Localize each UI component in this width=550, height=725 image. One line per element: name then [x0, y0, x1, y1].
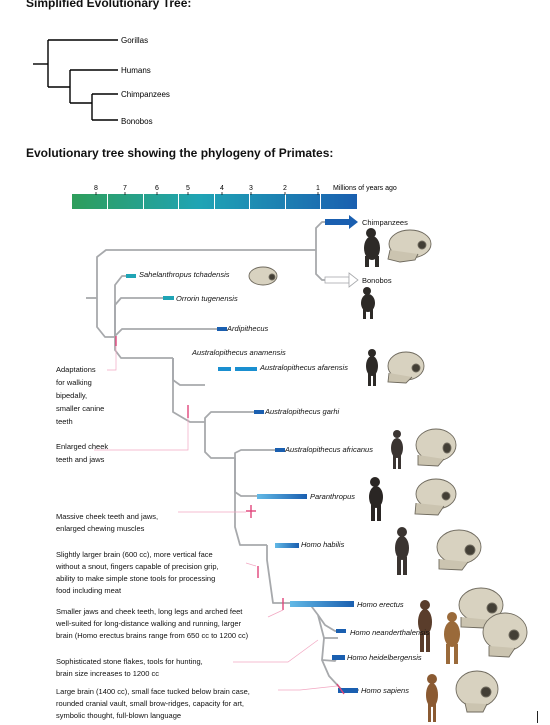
adaptation-leaders [94, 346, 338, 691]
paranthropus-figure-icon [369, 477, 383, 521]
hominin-figures [361, 228, 460, 722]
neanderthal-skull-icon [482, 612, 528, 658]
species-bars [126, 215, 359, 693]
skull-icons [248, 229, 528, 713]
chimpanzees-arrow [349, 215, 358, 229]
simple-leaf-bonobos: Bonobos [121, 117, 153, 126]
species-label-erectus: Homo erectus [357, 600, 404, 609]
neanderthal-figure-icon [444, 612, 460, 664]
adaptation-note-heidelbergensis: Sophisticated stone flakes, tools for hu… [56, 657, 205, 678]
tick-3: 3 [249, 185, 253, 192]
afarensis-figure-icon [366, 349, 378, 386]
species-label-bonobos: Bonobos [362, 276, 392, 285]
simple-leaf-humans: Humans [121, 66, 151, 75]
adaptation-markers [115, 336, 345, 695]
paranthropus-skull-icon [414, 478, 457, 516]
africanus-figure-icon [391, 430, 403, 469]
tick-8: 8 [94, 185, 98, 192]
habilis-figure-icon [395, 527, 409, 575]
chimpanzee-figure-icon [364, 228, 380, 267]
tick-4: 4 [220, 185, 224, 192]
erectus-skull-icon [458, 587, 504, 629]
text-cursor [537, 711, 538, 723]
timeline-unit-label: Millions of years ago [333, 185, 397, 192]
tick-5: 5 [186, 185, 190, 192]
species-label-sahelanthropus: Sahelanthropus tchadensis [139, 270, 230, 279]
primate-tree-heading: Evolutionary tree showing the phylogeny … [26, 146, 334, 160]
species-label-garhi: Australopithecus garhi [264, 407, 340, 416]
adaptation-note-habilis: Slightly larger brain (600 cc), more ver… [55, 550, 221, 595]
species-label-africanus: Australopithecus africanus [284, 445, 373, 454]
chimpanzee-skull-icon [387, 229, 432, 263]
adaptation-note-massive-jaws: Massive cheek teeth and jaws, enlarged c… [56, 512, 160, 533]
adaptation-note-sapiens: Large brain (1400 cc), small face tucked… [56, 687, 252, 720]
simple-leaf-chimpanzees: Chimpanzees [121, 90, 170, 99]
africanus-skull-icon [415, 428, 457, 467]
tick-1: 1 [316, 185, 320, 192]
erectus-figure-icon [418, 600, 432, 652]
species-label-sapiens: Homo sapiens [361, 686, 409, 695]
species-label-ardipithecus: Ardipithecus [226, 324, 269, 333]
bonobo-figure-icon [361, 287, 375, 319]
species-label-neanderthalensis: Homo neanderthalensis [350, 628, 429, 637]
afarensis-skull-icon [387, 351, 425, 384]
simplified-tree-heading: Simplified Evolutionary Tree: [26, 0, 192, 10]
sahelanthropus-skull-icon [248, 266, 278, 286]
adaptation-note-cheek-teeth: Enlarged cheek teeth and jaws [56, 442, 110, 464]
species-label-afarensis: Australopithecus afarensis [259, 363, 348, 372]
simple-tree [33, 39, 118, 121]
species-label-heidelbergensis: Homo heidelbergensis [347, 653, 422, 662]
adaptation-note-erectus: Smaller jaws and cheek teeth, long legs … [55, 607, 249, 640]
species-label-chimpanzees: Chimpanzees [362, 218, 408, 227]
bonobos-arrow [348, 272, 359, 288]
tick-2: 2 [283, 185, 287, 192]
species-label-anamensis: Australopithecus anamensis [191, 348, 286, 357]
adaptation-note-bipedal: Adaptations for walking bipedally, small… [56, 365, 106, 426]
simple-leaf-gorillas: Gorillas [121, 36, 148, 45]
tick-6: 6 [155, 185, 159, 192]
species-label-orrorin: Orrorin tugenensis [176, 294, 238, 303]
sapiens-skull-icon [455, 670, 499, 713]
timeline [72, 192, 357, 209]
species-label-habilis: Homo habilis [301, 540, 345, 549]
sapiens-figure-icon [426, 674, 438, 722]
species-label-paranthropus: Paranthropus [310, 492, 355, 501]
tick-7: 7 [123, 185, 127, 192]
habilis-skull-icon [436, 529, 482, 571]
